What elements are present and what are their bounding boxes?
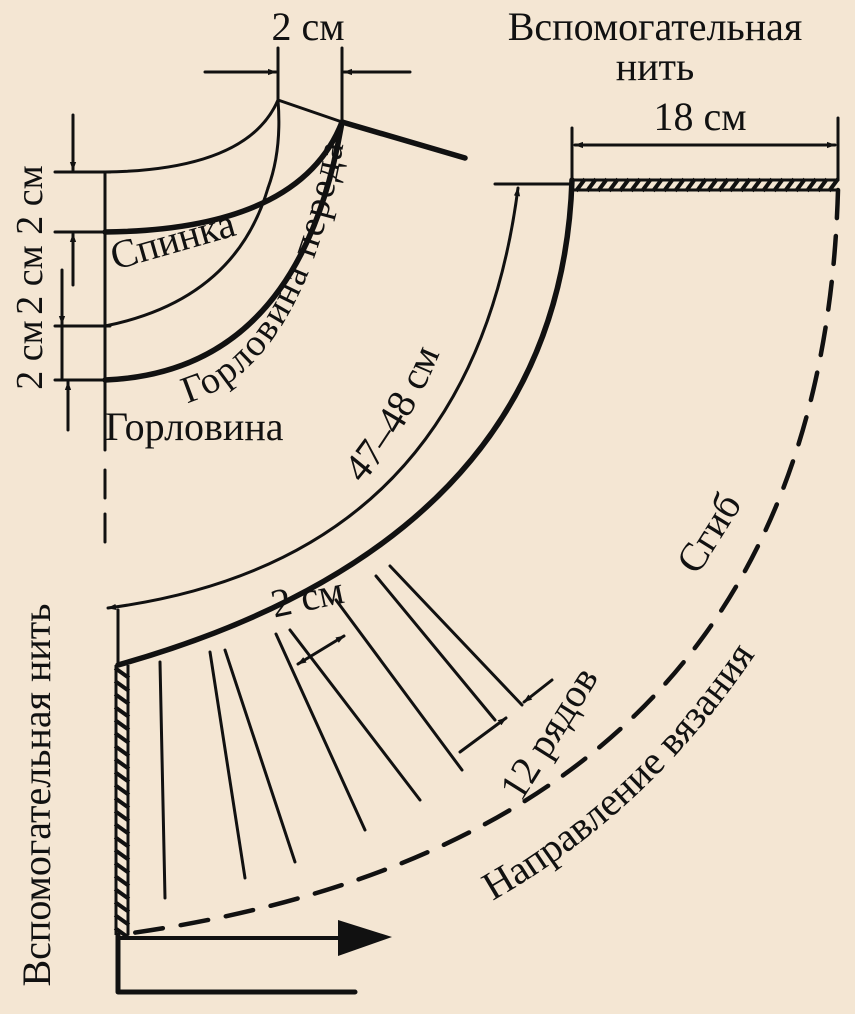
gorlovina-pereda-label: Горловина переда	[176, 136, 353, 412]
left-dim-label-1: 2 см	[9, 165, 51, 234]
left-dim-label-3: 2 см	[9, 320, 51, 389]
short-row-lines	[158, 564, 524, 900]
shoulder-line	[339, 119, 468, 161]
direction-arrowhead	[338, 920, 392, 956]
gorlovina-label: Горловина	[105, 404, 284, 449]
bottom-2cm-label: 2 см	[267, 567, 348, 626]
aux-thread-top-label-line1: Вспомогательная	[508, 4, 803, 49]
dim-47-48-label: 47–48 см	[334, 339, 448, 490]
top-dim-label: 2 см	[271, 4, 344, 49]
aux-thread-left-label: Вспомогательная нить	[14, 603, 59, 986]
yoke-piece	[106, 116, 841, 995]
dim-18-label: 18 см	[653, 94, 746, 139]
fold-line	[115, 187, 841, 938]
sgib-label: Сгиб	[667, 485, 750, 581]
aux-thread-top-label-line2: нить	[616, 44, 695, 89]
aux-thread-left-rope	[113, 665, 131, 940]
dim-47-48-arrow	[106, 186, 521, 611]
neckline-detail	[53, 46, 468, 547]
spinka-label: Спинка	[105, 200, 240, 278]
back-neck-curve-outer	[103, 98, 280, 174]
aux-thread-top-rope	[572, 177, 840, 193]
left-dim-label-2: 2 см	[9, 245, 51, 314]
